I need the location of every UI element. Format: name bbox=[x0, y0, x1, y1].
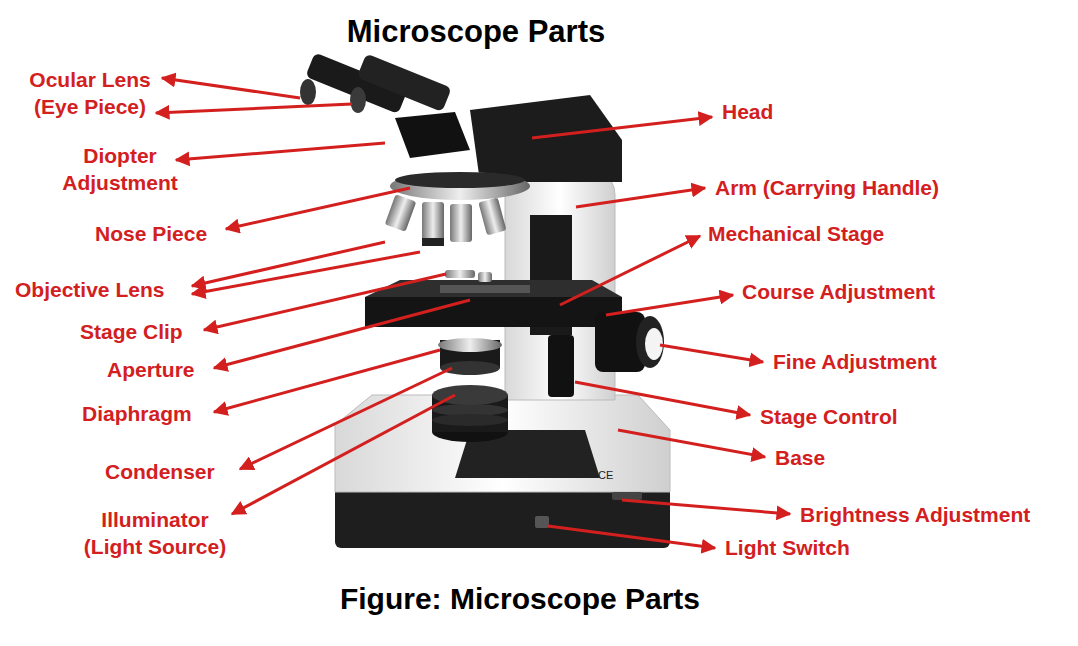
part-label: Objective Lens bbox=[15, 276, 164, 303]
illuminator-shape bbox=[432, 385, 508, 442]
part-label: Course Adjustment bbox=[742, 278, 935, 305]
part-label: Condenser bbox=[105, 458, 215, 485]
part-label: Base bbox=[775, 444, 825, 471]
leader-lines bbox=[156, 78, 790, 548]
part-label: Fine Adjustment bbox=[773, 348, 937, 375]
part-label: Mechanical Stage bbox=[708, 220, 884, 247]
part-label: Head bbox=[722, 98, 773, 125]
part-label: Brightness Adjustment bbox=[800, 501, 1030, 528]
part-label: Diaphragm bbox=[82, 400, 192, 427]
head-shape bbox=[390, 95, 622, 200]
part-label: Diopter Adjustment bbox=[45, 142, 195, 197]
part-label: Stage Control bbox=[760, 403, 898, 430]
base-shape bbox=[335, 395, 670, 548]
objective-lenses bbox=[385, 194, 507, 246]
part-label: Nose Piece bbox=[95, 220, 207, 247]
figure-caption: Figure: Microscope Parts bbox=[340, 582, 700, 616]
part-label: Illuminator (Light Source) bbox=[70, 506, 240, 561]
diagram-title: Microscope Parts bbox=[347, 14, 605, 50]
part-label: Ocular Lens (Eye Piece) bbox=[15, 66, 165, 121]
focus-knobs bbox=[548, 312, 664, 397]
part-label: Stage Clip bbox=[80, 318, 183, 345]
part-label: Arm (Carrying Handle) bbox=[715, 174, 939, 201]
certification-mark: CE bbox=[598, 468, 613, 482]
part-label: Aperture bbox=[107, 356, 195, 383]
part-label: Light Switch bbox=[725, 534, 850, 561]
